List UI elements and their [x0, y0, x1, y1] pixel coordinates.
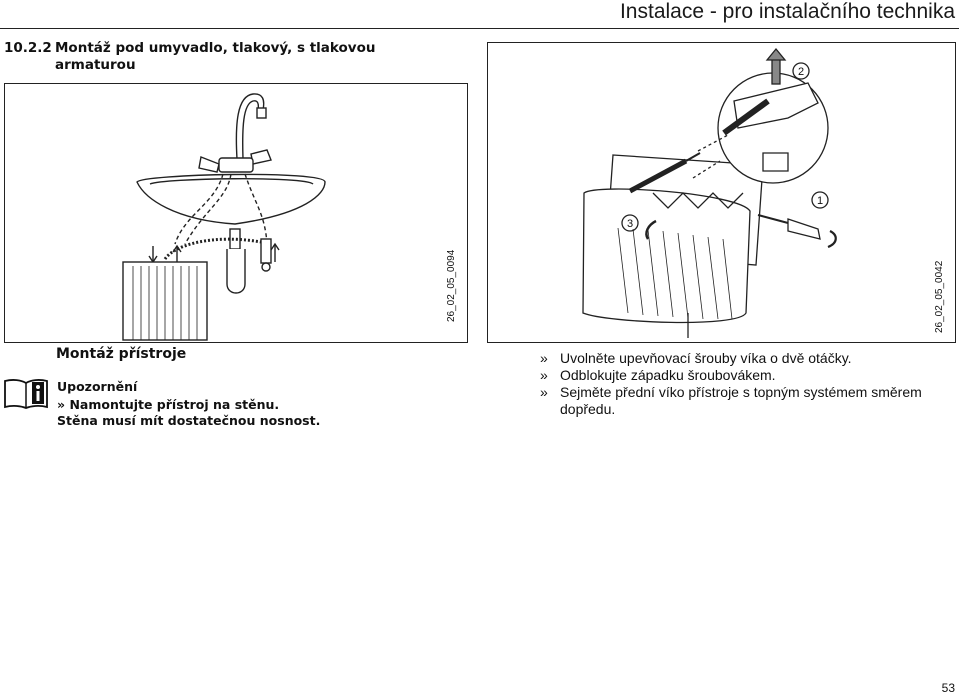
- step-marker: »: [540, 367, 548, 383]
- page-number: 53: [941, 681, 955, 695]
- header-rule: [0, 28, 959, 29]
- figure-code-right: 26_02_05_0042: [934, 260, 945, 333]
- figure-cover-removal: 2 1 3 26_02_05_0042: [487, 42, 956, 343]
- callout-1: 1: [817, 195, 823, 207]
- note-marker: »: [57, 397, 66, 412]
- step-text: Sejměte přední víko přístroje s topným s…: [560, 384, 922, 417]
- note-line-1: Namontujte přístroj na stěnu.: [69, 397, 280, 412]
- step-text: Odblokujte západku šroubovákem.: [560, 367, 776, 383]
- figure-washbasin-installation: 26_02_05_0094: [4, 83, 468, 343]
- callout-3: 3: [627, 218, 633, 230]
- note-body: » Namontujte přístroj na stěnu. Stěna mu…: [57, 397, 357, 429]
- note-title: Upozornění: [57, 379, 138, 394]
- figure-code-left: 26_02_05_0094: [446, 249, 457, 322]
- info-book-icon: [3, 377, 49, 409]
- section-number: 10.2.2: [4, 40, 52, 56]
- step-item: » Uvolněte upevňovací šrouby víka o dvě …: [540, 350, 940, 367]
- section-title: Montáž pod umyvadlo, tlakový, s tlakovou…: [55, 40, 376, 73]
- step-marker: »: [540, 384, 548, 400]
- washbasin-illustration: [122, 93, 326, 341]
- step-item: » Sejměte přední víko přístroje s topným…: [540, 384, 940, 418]
- callout-2: 2: [798, 66, 804, 78]
- step-item: » Odblokujte západku šroubovákem.: [540, 367, 940, 384]
- running-header: Instalace - pro instalačního technika: [619, 0, 955, 23]
- cover-removal-illustration: 2 1 3: [582, 47, 837, 338]
- step-text: Uvolněte upevňovací šrouby víka o dvě ot…: [560, 350, 852, 366]
- step-marker: »: [540, 350, 548, 366]
- subheading: Montáž přístroje: [56, 346, 187, 362]
- note-line-2: Stěna musí mít dostatečnou nosnost.: [57, 413, 321, 428]
- instruction-steps: » Uvolněte upevňovací šrouby víka o dvě …: [540, 350, 940, 418]
